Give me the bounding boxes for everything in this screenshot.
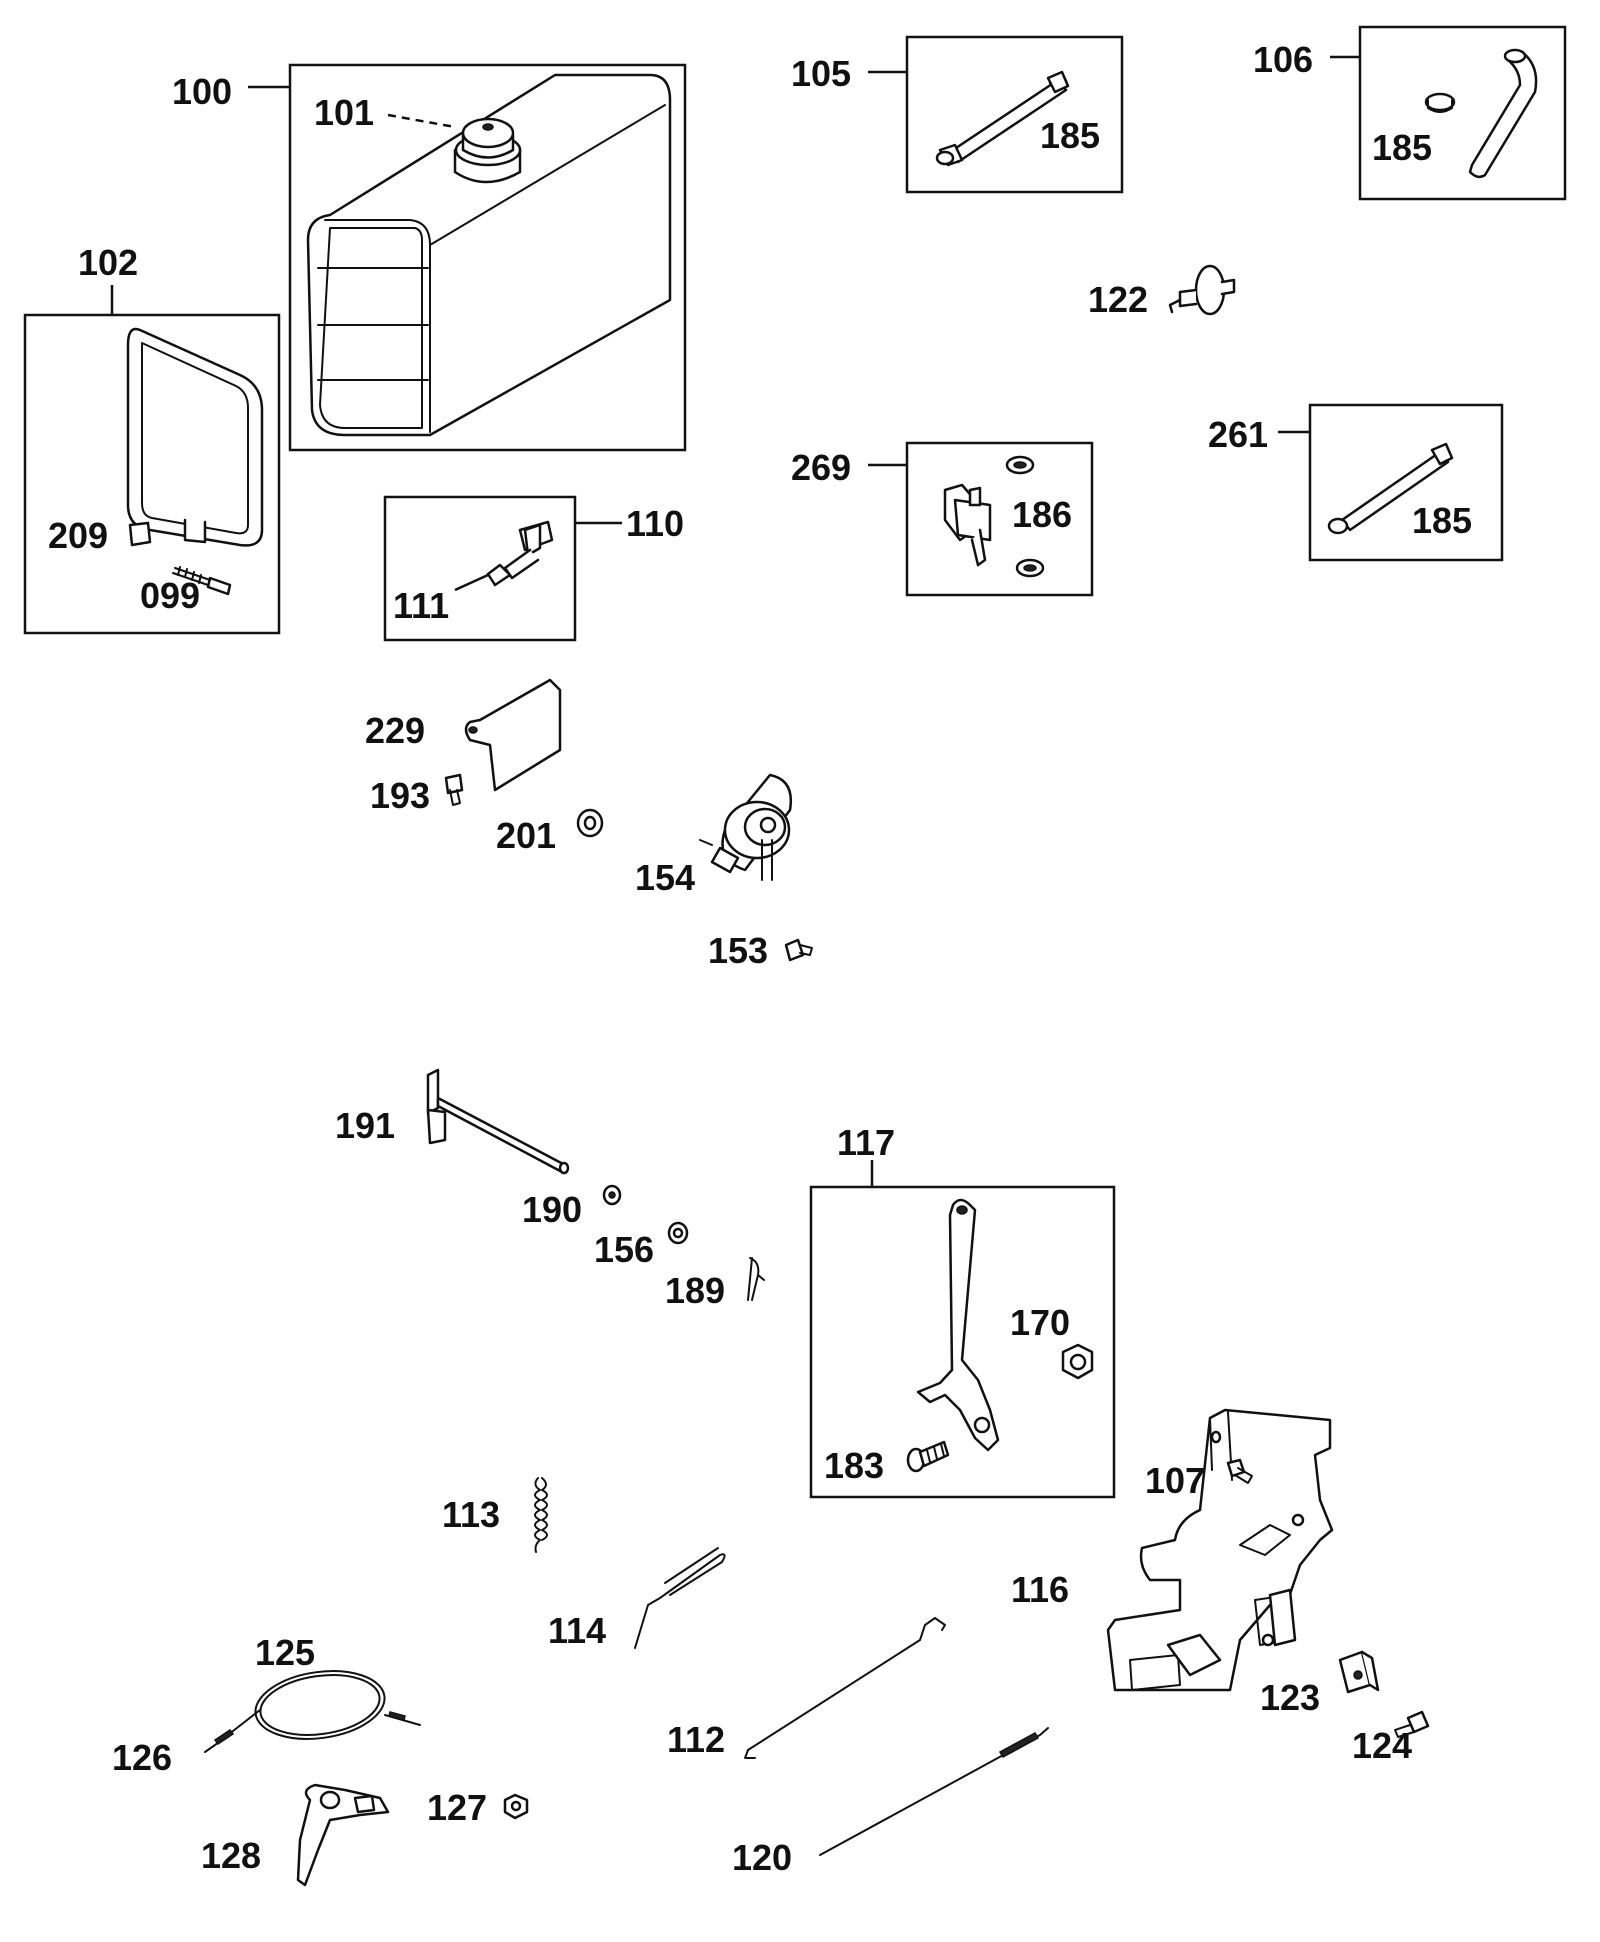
- label-170: 170: [1010, 1302, 1070, 1343]
- fuel-pump: [699, 773, 793, 881]
- shutoff-valve: [943, 483, 992, 567]
- choke-rod-120: [819, 1727, 1049, 1856]
- fuel-cap: [453, 117, 522, 184]
- label-201: 201: [496, 815, 556, 856]
- label-156: 156: [594, 1229, 654, 1270]
- label-153: 153: [708, 930, 768, 971]
- bracket-screw-107: [1226, 1458, 1253, 1484]
- hex-nut-127: [503, 1793, 529, 1820]
- label-189: 189: [665, 1270, 725, 1311]
- label-127: 127: [427, 1787, 487, 1828]
- label-190: 190: [522, 1189, 582, 1230]
- label-185-b: 185: [1372, 127, 1432, 168]
- cable-clamp: [1338, 1650, 1380, 1694]
- strap-nut: [128, 521, 152, 547]
- strap-screw: [172, 566, 232, 596]
- washer-156: [667, 1221, 689, 1245]
- link-rod-114: [634, 1547, 726, 1649]
- label-113: 113: [442, 1494, 500, 1535]
- label-183: 183: [824, 1445, 884, 1486]
- label-193: 193: [370, 775, 430, 816]
- governor-spring: [534, 1477, 548, 1553]
- label-128: 128: [201, 1835, 261, 1876]
- pump-screw: [784, 938, 813, 962]
- label-185-a: 185: [1040, 115, 1100, 156]
- throttle-lever-128: [296, 1783, 390, 1887]
- bracket-screw: [444, 773, 464, 806]
- label-185-c: 185: [1412, 500, 1472, 541]
- clip-190: [602, 1184, 622, 1206]
- hose-clamp-186-top: [1005, 455, 1035, 475]
- tank-strap-kit-frame: [23, 313, 281, 635]
- control-lever-kit-frame: [809, 1185, 1116, 1499]
- label-122: 122: [1088, 279, 1148, 320]
- clamp-screw: [1394, 1710, 1430, 1738]
- label-116: 116: [1011, 1569, 1069, 1610]
- label-120: 120: [732, 1837, 792, 1878]
- fuel-line-261: [1327, 442, 1454, 535]
- throttle-link-112: [744, 1617, 946, 1759]
- label-261: 261: [1208, 414, 1268, 455]
- control-lever: [916, 1198, 1000, 1452]
- label-106: 106: [1253, 39, 1313, 80]
- control-cable: [204, 1670, 421, 1753]
- fuel-line-kit-frame: [905, 35, 1124, 194]
- label-112: 112: [667, 1719, 725, 1760]
- elbow-hose-kit-frame: [1358, 25, 1567, 201]
- label-191: 191: [335, 1105, 395, 1146]
- label-099: 099: [140, 575, 200, 616]
- tank-strap: [126, 327, 264, 547]
- label-105: 105: [791, 53, 851, 94]
- control-shaft: [426, 1068, 570, 1175]
- hairpin-cotter: [747, 1257, 765, 1301]
- label-102: 102: [78, 242, 138, 283]
- label-126: 126: [112, 1737, 172, 1778]
- elbow-hose: [1468, 48, 1538, 179]
- washer-201: [576, 808, 604, 838]
- lever-bolt: [906, 1440, 950, 1473]
- label-124: 124: [1352, 1725, 1412, 1766]
- fuel-line-105: [935, 70, 1070, 167]
- label-269: 269: [791, 447, 851, 488]
- shutoff-valve-kit-frame: [905, 441, 1094, 597]
- label-117: 117: [837, 1122, 895, 1163]
- fuel-tank: [306, 73, 672, 437]
- control-bracket: [1106, 1408, 1334, 1692]
- label-101: 101: [314, 92, 374, 133]
- hose-clamp-106: [1424, 92, 1456, 113]
- fuel-filter: [1168, 264, 1236, 316]
- fuel-tank-kit-frame: [288, 63, 687, 452]
- label-110: 110: [626, 503, 684, 544]
- label-114: 114: [548, 1610, 606, 1651]
- label-107: 107: [1145, 1460, 1205, 1501]
- fuel-line-261-kit-frame: [1308, 403, 1504, 562]
- lever-nut: [1061, 1343, 1094, 1380]
- hose-clamp-186-bottom: [1015, 558, 1045, 578]
- label-111: 111: [393, 585, 449, 626]
- label-229: 229: [365, 710, 425, 751]
- label-125: 125: [255, 1632, 315, 1673]
- label-100: 100: [172, 71, 232, 112]
- fuel-valve-kit-frame: [383, 495, 577, 642]
- fuel-valve: [486, 520, 554, 587]
- label-123: 123: [1260, 1677, 1320, 1718]
- label-186: 186: [1012, 494, 1072, 535]
- label-209: 209: [48, 515, 108, 556]
- label-154: 154: [635, 857, 695, 898]
- pump-bracket: [464, 678, 562, 792]
